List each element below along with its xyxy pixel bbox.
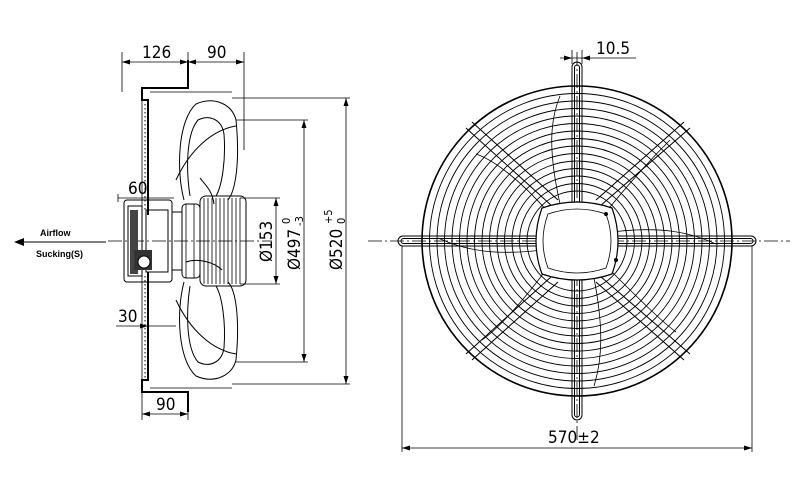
guard-ring [421, 85, 733, 397]
dim-60: 60 [128, 179, 147, 199]
side-view: Airflow Sucking(S) [14, 43, 350, 420]
guard-ring [481, 145, 673, 337]
rotor-hub [199, 195, 247, 287]
guard-ring [436, 100, 718, 382]
lower-blade [175, 259, 239, 380]
front-view: 10.5 570±2 [368, 39, 790, 452]
dia-520-tol-upper: +5 [322, 209, 335, 224]
dia-153-label: Ø153 [257, 221, 277, 262]
hub-dimension: 60 [117, 179, 174, 202]
dia-497-tol-lower: -3 [293, 216, 306, 226]
diameter-dimensions: Ø153 Ø497 0 -3 Ø520 +5 0 [232, 97, 350, 385]
small-dimension: 30 [116, 307, 176, 329]
support-struts [465, 121, 691, 361]
dim-30: 30 [118, 307, 137, 327]
dim-10-5: 10.5 [596, 39, 630, 59]
dia-520-tol-lower: 0 [335, 218, 348, 224]
bracket-dimension: 10.5 [560, 39, 636, 64]
guard-ring [429, 93, 725, 389]
upper-blade [175, 100, 239, 205]
airflow-indicator: Airflow Sucking(S) [14, 228, 106, 259]
sucking-label: Sucking(S) [36, 249, 83, 259]
dia-497-tol-upper: 0 [280, 218, 293, 224]
guard-ring [474, 138, 680, 344]
guard-ring [489, 153, 665, 329]
guard-ring [496, 160, 658, 322]
blade-curves [437, 95, 717, 387]
top-dimensions: 126 90 [121, 43, 245, 150]
motor-plate [535, 201, 619, 281]
dim-126: 126 [142, 43, 171, 63]
dim-570: 570±2 [548, 428, 600, 448]
guard-ring [451, 115, 703, 367]
guard-rings [421, 85, 733, 397]
guard-ring [511, 175, 643, 307]
guard-ring [519, 183, 635, 299]
guard-ring [526, 190, 628, 292]
dia-497-label: Ø497 [285, 229, 305, 270]
dim-90-bottom: 90 [156, 395, 175, 415]
guard-ring [459, 123, 695, 359]
bottom-dimension: 90 [141, 392, 189, 420]
dim-90-top: 90 [207, 43, 226, 63]
dia-520-label: Ø520 [327, 229, 347, 270]
guard-ring [504, 168, 650, 314]
guard-ring [466, 130, 688, 352]
motor-body [123, 199, 201, 283]
airflow-label: Airflow [40, 228, 71, 238]
width-dimension: 570±2 [401, 246, 753, 452]
